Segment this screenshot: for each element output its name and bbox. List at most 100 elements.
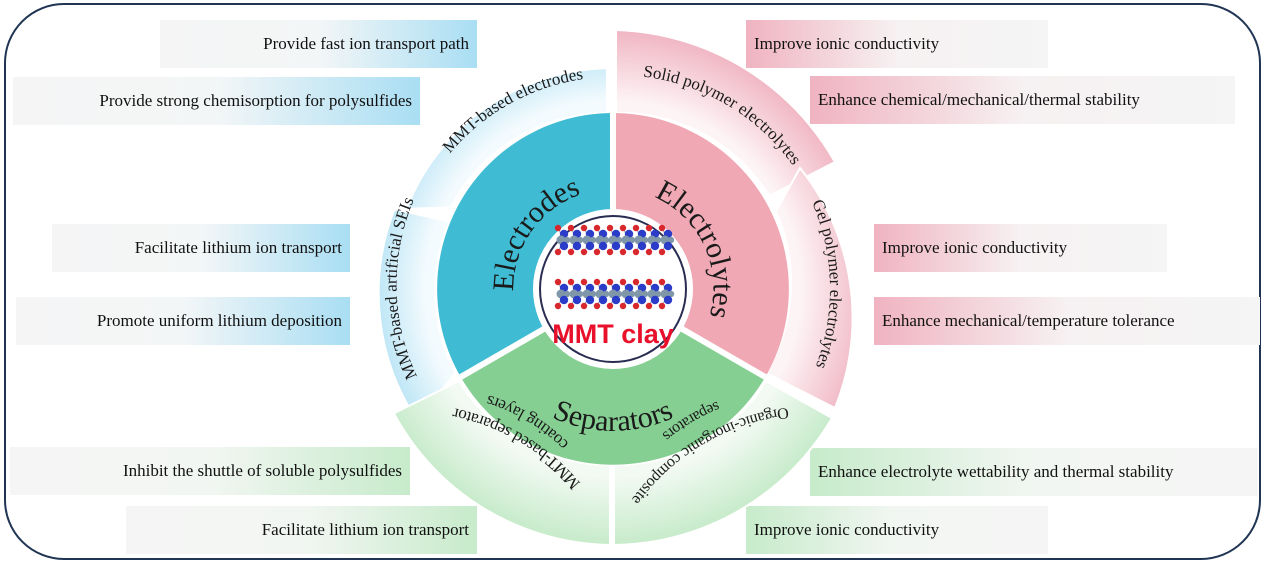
box-li-ion-transport: Facilitate lithium ion transport [52, 224, 350, 272]
box-text: Enhance electrolyte wettability and ther… [818, 462, 1174, 481]
oxygen-atom [632, 278, 640, 286]
oxygen-atom [606, 302, 614, 310]
oxygen-atom [658, 302, 666, 310]
box-text: Facilitate lithium ion transport [261, 520, 469, 539]
box-li-ion-transport-2: Facilitate lithium ion transport [126, 506, 477, 554]
aluminium-atom [650, 241, 660, 251]
sector-separator-coating [392, 379, 611, 547]
oxygen-atom [606, 278, 614, 286]
box-fast-ion-transport: Provide fast ion transport path [160, 20, 477, 68]
silicon-atom [628, 290, 636, 298]
sector-gel-polymer [764, 166, 854, 410]
silicon-atom [589, 236, 597, 244]
oxygen-atom [593, 248, 601, 256]
aluminium-atom [663, 241, 673, 251]
oxygen-atom [580, 302, 588, 310]
aluminium-atom [585, 295, 595, 305]
oxygen-atom [645, 248, 653, 256]
aluminium-atom [559, 295, 569, 305]
silicon-atom [563, 236, 571, 244]
box-uniform-deposition: Promote uniform lithium deposition [16, 297, 350, 345]
box-ionic-conductivity-2: Improve ionic conductivity [874, 224, 1167, 272]
box-chemisorption: Provide strong chemisorption for polysul… [13, 77, 420, 125]
oxygen-atom [580, 278, 588, 286]
oxygen-atom [554, 302, 562, 310]
aluminium-atom [572, 295, 582, 305]
box-text: Improve ionic conductivity [754, 520, 940, 539]
box-text: Enhance mechanical/temperature tolerance [882, 311, 1175, 330]
oxygen-atom [632, 302, 640, 310]
oxygen-atom [593, 278, 601, 286]
aluminium-atom [663, 295, 673, 305]
oxygen-atom [645, 302, 653, 310]
oxygen-atom [619, 248, 627, 256]
aluminium-atom [572, 241, 582, 251]
aluminium-atom [637, 241, 647, 251]
silicon-atom [641, 236, 649, 244]
box-ionic-conductivity-3: Improve ionic conductivity [746, 506, 1048, 554]
box-tolerance: Enhance mechanical/temperature tolerance [874, 297, 1260, 345]
sector-composite-separators [613, 379, 834, 547]
silicon-atom [654, 236, 662, 244]
silicon-atom [563, 290, 571, 298]
oxygen-atom [567, 248, 575, 256]
box-text: Improve ionic conductivity [754, 34, 940, 53]
oxygen-atom [567, 224, 575, 232]
oxygen-atom [606, 224, 614, 232]
box-text: Enhance chemical/mechanical/thermal stab… [818, 90, 1140, 109]
oxygen-atom [645, 224, 653, 232]
oxygen-atom [619, 224, 627, 232]
oxygen-atom [658, 278, 666, 286]
center-label: MMT clay [552, 319, 674, 349]
silicon-atom [654, 290, 662, 298]
box-ionic-conductivity-1: Improve ionic conductivity [746, 20, 1048, 68]
oxygen-atom [632, 248, 640, 256]
oxygen-atom [658, 224, 666, 232]
silicon-atom [602, 236, 610, 244]
oxygen-atom [554, 224, 562, 232]
rounded-frame [4, 3, 1261, 560]
box-text: Promote uniform lithium deposition [96, 311, 342, 330]
silicon-atom [615, 236, 623, 244]
box-text: Provide strong chemisorption for polysul… [99, 91, 412, 110]
silicon-atom [589, 290, 597, 298]
box-stability: Enhance chemical/mechanical/thermal stab… [810, 76, 1235, 124]
oxygen-atom [567, 278, 575, 286]
oxygen-atom [580, 248, 588, 256]
oxygen-atom [580, 224, 588, 232]
sector-artificial-seis [377, 208, 457, 423]
aluminium-atom [559, 241, 569, 251]
oxygen-atom [658, 248, 666, 256]
silicon-atom [576, 290, 584, 298]
aluminium-atom [624, 295, 634, 305]
aluminium-atom [611, 241, 621, 251]
box-wettability: Enhance electrolyte wettability and ther… [810, 448, 1258, 496]
box-text: Facilitate lithium ion transport [134, 238, 342, 257]
aluminium-atom [585, 241, 595, 251]
silicon-atom [602, 290, 610, 298]
silicon-atom [615, 290, 623, 298]
aluminium-atom [637, 295, 647, 305]
aluminium-atom [598, 295, 608, 305]
sector-mmt-electrodes [405, 67, 608, 210]
oxygen-atom [619, 302, 627, 310]
oxygen-atom [606, 248, 614, 256]
silicon-atom [641, 290, 649, 298]
silicon-atom [576, 236, 584, 244]
oxygen-atom [593, 302, 601, 310]
box-inhibit-shuttle: Inhibit the shuttle of soluble polysulfi… [10, 447, 410, 495]
oxygen-atom [632, 224, 640, 232]
oxygen-atom [645, 278, 653, 286]
mmt-crystal-structure-icon [554, 224, 675, 310]
aluminium-atom [624, 241, 634, 251]
box-text: Improve ionic conductivity [882, 238, 1068, 257]
box-text: Inhibit the shuttle of soluble polysulfi… [122, 461, 402, 480]
oxygen-atom [567, 302, 575, 310]
oxygen-atom [593, 224, 601, 232]
box-text: Provide fast ion transport path [263, 34, 469, 53]
oxygen-atom [619, 278, 627, 286]
sector-solid-polymer [615, 28, 837, 198]
silicon-atom [667, 290, 675, 298]
silicon-atom [628, 236, 636, 244]
